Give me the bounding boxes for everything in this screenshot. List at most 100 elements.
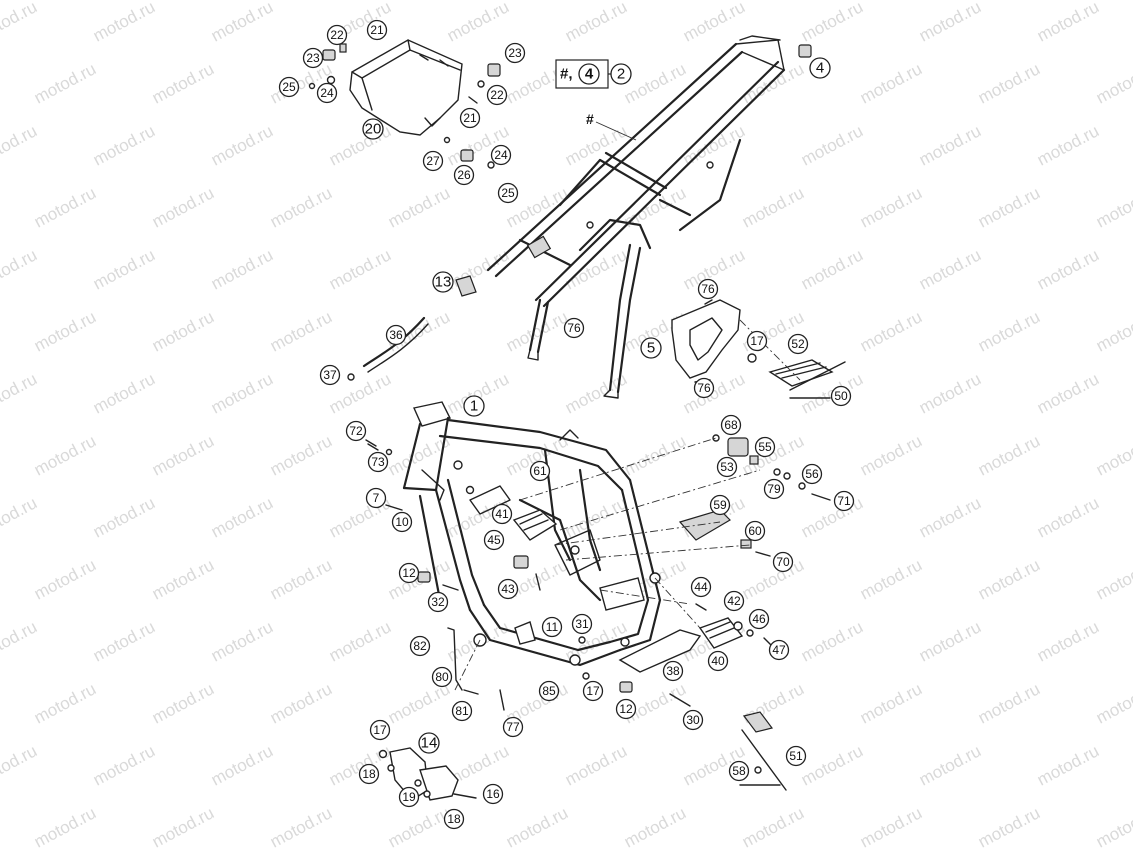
screw <box>385 504 403 511</box>
o-ring <box>712 434 720 442</box>
hose-clip <box>347 373 355 381</box>
skid-plate-hardware <box>308 43 501 169</box>
callout-circle <box>497 578 519 600</box>
callout-50: 50 <box>830 385 852 407</box>
callout-36: 36 <box>385 324 407 346</box>
watermark-text: motod.ru <box>975 307 1043 355</box>
watermark-text: motod.ru <box>208 0 276 46</box>
watermark-text: motod.ru <box>267 431 335 479</box>
callout-31: 31 <box>571 613 593 635</box>
callout-number: 85 <box>542 684 556 698</box>
watermark-text: motod.ru <box>31 431 99 479</box>
spring-30 <box>669 693 691 707</box>
callout-1: 1 <box>463 395 485 417</box>
watermark-text: motod.ru <box>208 121 276 169</box>
watermark-text: motod.ru <box>621 59 689 107</box>
callout-circle <box>690 576 712 598</box>
callout-79: 79 <box>763 478 785 500</box>
callout-number: 22 <box>330 28 344 42</box>
watermark-text: motod.ru <box>975 679 1043 727</box>
callout-58: 58 <box>728 760 750 782</box>
watermark-text: motod.ru <box>798 245 866 293</box>
callout-circle <box>319 364 341 386</box>
callout-circle <box>366 19 388 41</box>
callout-circle <box>453 164 475 186</box>
brake-pedal-guard <box>678 509 731 541</box>
skid-plate <box>349 39 463 136</box>
rubber-block <box>798 44 812 58</box>
callout-circle <box>326 24 348 46</box>
callout-number: 25 <box>282 80 296 94</box>
callout-number: 19 <box>402 790 416 804</box>
callout-circle <box>491 503 513 525</box>
watermark-text: motod.ru <box>1034 245 1102 293</box>
callout-circle <box>640 337 662 359</box>
callout-number: 4 <box>816 60 824 77</box>
callout-circle <box>431 666 453 688</box>
callout-81: 81 <box>451 700 473 722</box>
reference-box: #, 4 <box>555 59 612 89</box>
callout-circle <box>787 333 809 355</box>
callout-circle <box>728 760 750 782</box>
watermark-text: motod.ru <box>31 555 99 603</box>
watermark-text: motod.ru <box>916 121 984 169</box>
callout-25a: 25 <box>278 76 300 98</box>
callout-80: 80 <box>431 666 453 688</box>
callout-number: 50 <box>834 389 848 403</box>
callout-44: 44 <box>690 576 712 598</box>
callout-number: 18 <box>362 767 376 781</box>
callout-59: 59 <box>709 494 731 516</box>
reference-box-hash: #, <box>560 66 573 83</box>
callout-53: 53 <box>716 456 738 478</box>
watermark-text: motod.ru <box>621 803 689 850</box>
callout-circle <box>398 786 420 808</box>
callout-circle <box>693 377 715 399</box>
callout-circle <box>497 182 519 204</box>
callout-circle <box>502 716 524 738</box>
callout-18a: 18 <box>358 763 380 785</box>
callout-23b: 23 <box>504 42 526 64</box>
callout-circle <box>682 709 704 731</box>
callout-number: 25 <box>501 186 515 200</box>
callout-42: 42 <box>723 590 745 612</box>
callout-51: 51 <box>785 745 807 767</box>
watermark-text: motod.ru <box>621 431 689 479</box>
callout-number: 58 <box>732 764 746 778</box>
callout-circle <box>409 635 431 657</box>
callout-76b: 76 <box>563 317 585 339</box>
watermark-text: motod.ru <box>90 245 158 293</box>
callout-circle <box>418 732 440 754</box>
callout-number: 27 <box>426 154 440 168</box>
reference-box-part: 4 <box>585 66 594 83</box>
callout-14: 14 <box>418 732 440 754</box>
callout-85: 85 <box>538 680 560 702</box>
callout-72: 72 <box>345 420 367 442</box>
callout-circle <box>432 271 454 293</box>
bracket-80 <box>447 627 463 691</box>
callout-circle <box>768 639 790 661</box>
watermark-text: motod.ru <box>31 307 99 355</box>
callout-circle <box>709 494 731 516</box>
callout-circle <box>748 608 770 630</box>
watermark-text: motod.ru <box>1093 555 1133 603</box>
callout-circle <box>490 144 512 166</box>
callout-27: 27 <box>422 150 444 172</box>
callout-18b: 18 <box>443 808 465 830</box>
callout-circle <box>610 63 632 85</box>
callout-37: 37 <box>319 364 341 386</box>
callout-circle <box>398 562 420 584</box>
callout-17b: 17 <box>582 680 604 702</box>
callout-number: 1 <box>470 398 478 415</box>
callout-circle <box>451 700 473 722</box>
callout-77: 77 <box>502 716 524 738</box>
callout-number: 41 <box>495 507 509 521</box>
watermark-text: motod.ru <box>326 245 394 293</box>
watermark-text: motod.ru <box>31 59 99 107</box>
watermark-text: motod.ru <box>798 493 866 541</box>
callout-circle <box>720 414 742 436</box>
watermark-text: motod.ru <box>208 617 276 665</box>
watermark-text: motod.ru <box>739 431 807 479</box>
callout-number: 47 <box>772 643 786 657</box>
callout-30: 30 <box>682 709 704 731</box>
